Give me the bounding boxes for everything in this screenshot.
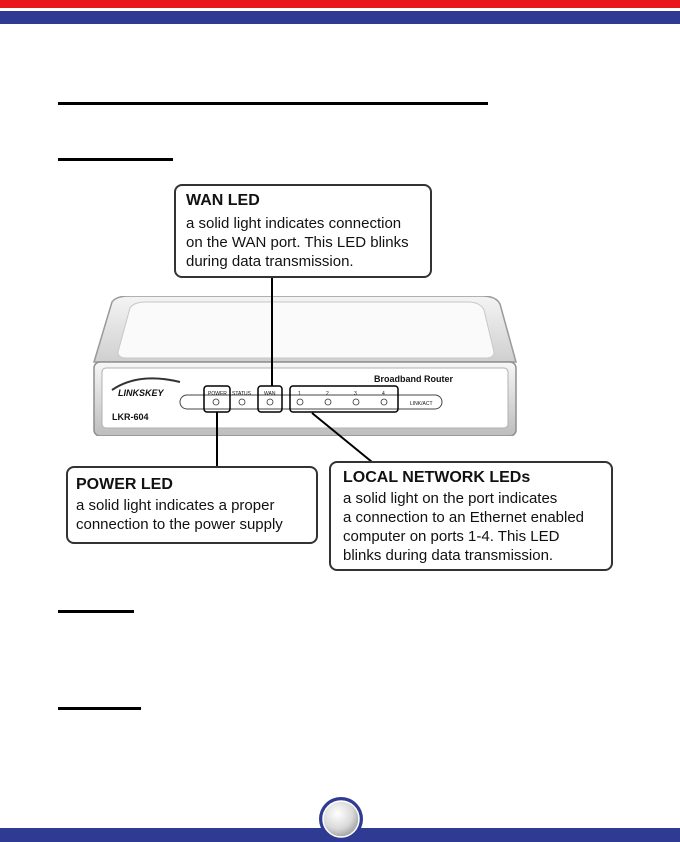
lan-leds-highlight bbox=[289, 385, 399, 413]
lan-leds-description: a solid light on the port indicates a co… bbox=[343, 490, 585, 564]
led-label-port2: 2 bbox=[326, 391, 329, 397]
led-label-power: POWER bbox=[208, 391, 227, 397]
power-led-title: POWER LED bbox=[76, 476, 173, 493]
header-blue-stripe bbox=[0, 11, 680, 24]
model-label: LKR-604 bbox=[112, 412, 149, 422]
led-label-status: STATUS bbox=[232, 391, 252, 397]
header-red-stripe bbox=[0, 0, 680, 8]
led-label-port4: 4 bbox=[382, 391, 385, 397]
section-heading-rule-2 bbox=[58, 610, 134, 613]
wan-led-highlight bbox=[257, 385, 283, 413]
port2-led bbox=[324, 398, 332, 406]
led-label-wan: WAN bbox=[264, 391, 276, 397]
lan-connector bbox=[311, 412, 373, 463]
status-led bbox=[238, 398, 246, 406]
port1-led bbox=[296, 398, 304, 406]
power-led bbox=[212, 398, 220, 406]
product-label: Broadband Router bbox=[374, 374, 453, 384]
section-heading-rule-3 bbox=[58, 707, 141, 710]
brand-logo: LINKSKEY bbox=[118, 388, 165, 398]
page-title-rule bbox=[58, 102, 488, 105]
wan-led-description: a solid light indicates connection on th… bbox=[186, 215, 409, 270]
router-top-panel bbox=[117, 301, 495, 359]
led-label-port1: 1 bbox=[298, 391, 301, 397]
power-led-description: a solid light indicates a proper connect… bbox=[76, 497, 283, 533]
led-label-link-act: LINK/ACT bbox=[410, 401, 433, 407]
section-heading-rule bbox=[58, 158, 173, 161]
lan-leds-callout: LOCAL NETWORK LEDs a solid light on the … bbox=[329, 461, 613, 571]
port4-led bbox=[380, 398, 388, 406]
page-number-medallion bbox=[319, 797, 363, 841]
led-strip bbox=[179, 394, 443, 410]
port3-led bbox=[352, 398, 360, 406]
wan-led-title: WAN LED bbox=[186, 192, 260, 209]
wan-led-callout: WAN LED a solid light indicates connecti… bbox=[174, 184, 432, 278]
lan-leds-title: LOCAL NETWORK LEDs bbox=[343, 469, 531, 486]
led-label-port3: 3 bbox=[354, 391, 357, 397]
wan-led bbox=[266, 398, 274, 406]
power-led-callout: POWER LED a solid light indicates a prop… bbox=[66, 466, 318, 544]
brand-swoosh bbox=[111, 377, 181, 391]
router-illustration: LINKSKEY LKR-604 Broadband Router POWER … bbox=[92, 296, 517, 436]
header-white-gap bbox=[0, 8, 680, 11]
